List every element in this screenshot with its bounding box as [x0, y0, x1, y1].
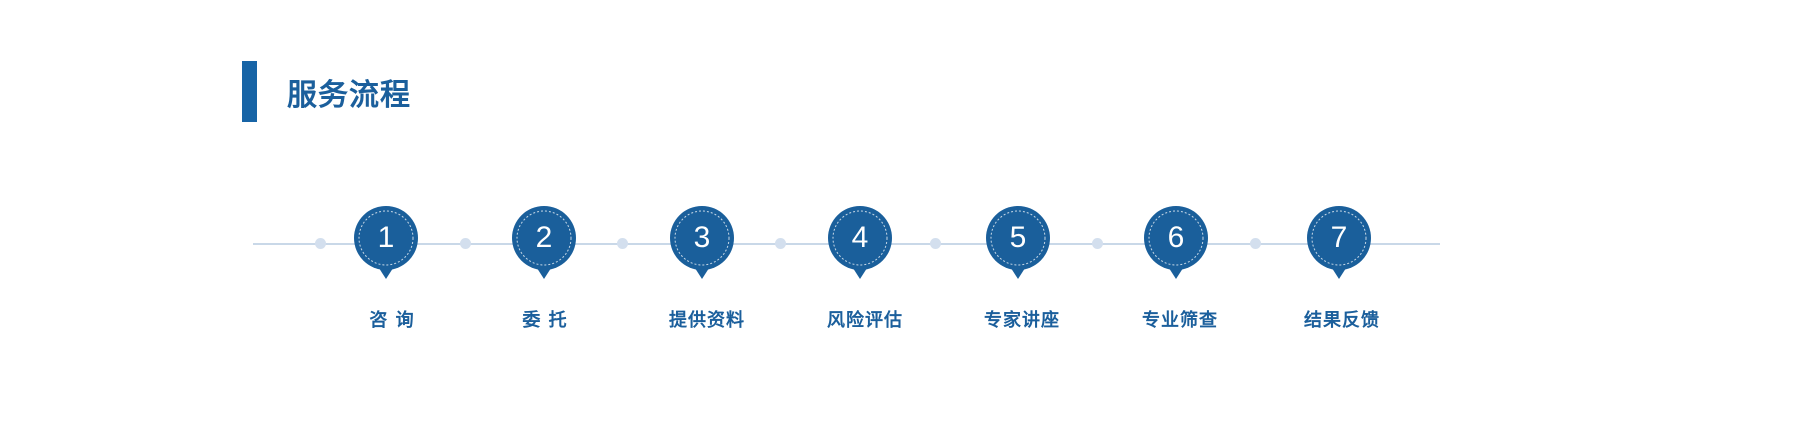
- step-7: 7: [1306, 205, 1372, 283]
- timeline-connector-dot: [930, 238, 941, 249]
- timeline-connector-dot: [775, 238, 786, 249]
- timeline-connector-dot: [1092, 238, 1103, 249]
- step-number: 5: [1009, 221, 1027, 254]
- step-1: 1: [353, 205, 419, 283]
- map-pin-icon: [1144, 206, 1208, 279]
- map-pin-icon: [1307, 206, 1371, 279]
- map-pin-icon: [986, 206, 1050, 279]
- step-number: 2: [535, 221, 553, 254]
- step-5: 5: [985, 205, 1051, 283]
- map-pin-icon: [512, 206, 576, 279]
- timeline-connector-dot: [1250, 238, 1261, 249]
- step-label-7: 结果反馈: [1304, 310, 1380, 331]
- step-2: 2: [511, 205, 577, 283]
- step-number: 3: [693, 221, 711, 254]
- step-label-5: 专家讲座: [984, 310, 1060, 331]
- step-label-3: 提供资料: [669, 310, 745, 331]
- title-accent-bar: [242, 61, 257, 122]
- step-4: 4: [827, 205, 893, 283]
- step-label-1: 咨 询: [369, 310, 415, 331]
- step-number: 7: [1330, 221, 1348, 254]
- step-label-6: 专业筛查: [1142, 310, 1218, 331]
- step-number: 4: [851, 221, 869, 254]
- step-label-4: 风险评估: [827, 310, 903, 331]
- step-number: 6: [1167, 221, 1185, 254]
- step-6: 6: [1143, 205, 1209, 283]
- timeline-connector-dot: [617, 238, 628, 249]
- step-3: 3: [669, 205, 735, 283]
- timeline-connector-dot: [460, 238, 471, 249]
- map-pin-icon: [354, 206, 418, 279]
- map-pin-icon: [828, 206, 892, 279]
- step-number: 1: [377, 221, 395, 254]
- timeline-connector-dot: [315, 238, 326, 249]
- section-header: 服务流程: [242, 61, 411, 122]
- section-title: 服务流程: [287, 77, 411, 113]
- map-pin-icon: [670, 206, 734, 279]
- step-label-2: 委 托: [522, 310, 568, 331]
